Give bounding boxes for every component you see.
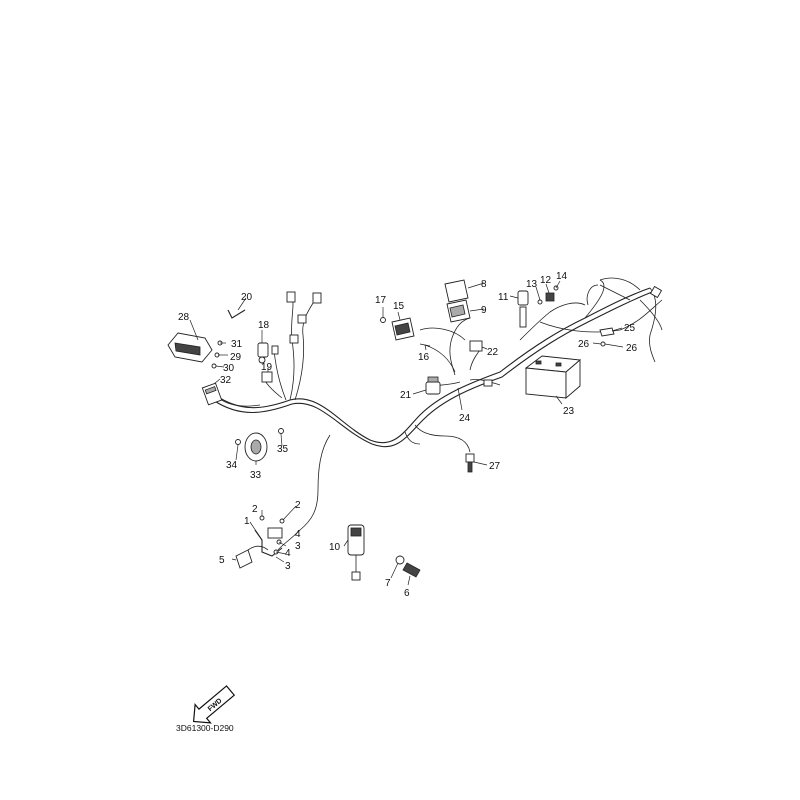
coupler-22 [469,340,483,352]
callout-8: 8 [481,279,487,290]
lamp-socket [257,342,269,364]
callout-20: 20 [241,292,253,303]
diagram-code: 3D61300-D290 [176,723,234,733]
main-switch-10 [347,524,365,581]
callout-4-lower: 4 [285,548,291,559]
callout-3-upper: 3 [295,541,301,552]
battery-pads [599,327,615,347]
callout-29: 29 [230,352,242,363]
fwd-arrow-icon: FWD [192,685,236,724]
callout-27: 27 [489,461,501,472]
callout-23: 23 [563,406,575,417]
fuse-parts [537,285,559,305]
battery [524,355,582,399]
tail-connectors [483,285,663,387]
callout-11: 11 [498,292,509,303]
meter-assembly [167,332,213,363]
callout-30: 30 [223,363,235,374]
callout-leaders [189,280,624,586]
callout-18: 18 [258,320,270,331]
callout-14: 14 [556,271,568,282]
horn [244,432,268,462]
harness-connectors [271,291,322,355]
bolt-34 [235,439,241,445]
callout-5: 5 [219,555,225,566]
callout-2-left: 2 [252,504,258,515]
starter-relay [517,290,529,328]
callout-6: 6 [404,588,410,599]
callout-12: 12 [540,275,552,286]
callout-28: 28 [178,312,190,323]
bracket-part [227,309,246,319]
callout-7: 7 [385,578,391,589]
callout-2-right: 2 [295,500,301,511]
callout-26-right: 26 [626,343,638,354]
relay-small [261,371,273,383]
main-wire-harness [212,277,663,551]
flasher-relay [425,376,441,395]
callout-33: 33 [250,470,262,481]
callout-25: 25 [624,323,636,334]
switch-5 [235,545,269,569]
callout-17: 17 [375,295,387,306]
callout-31: 31 [231,339,243,350]
callout-22: 22 [487,347,499,358]
callout-32: 32 [220,375,232,386]
callout-24: 24 [459,413,471,424]
callout-4-upper: 4 [295,529,301,540]
callout-19: 19 [261,362,273,373]
callout-15: 15 [393,301,405,312]
callout-10: 10 [329,542,341,553]
callout-21: 21 [400,390,412,401]
rectifier-regulator [391,317,415,341]
bolt-35 [278,428,284,434]
callout-labels: 28 20 18 31 29 19 30 32 35 34 33 8 9 17 … [178,271,638,599]
callout-16: 16 [418,352,430,363]
callout-26-left: 26 [578,339,590,350]
callout-34: 34 [226,460,238,471]
connector-block [201,382,223,406]
callout-13: 13 [526,279,538,290]
sensor-6-7 [395,555,421,578]
neutral-switch-sensor [465,453,475,473]
callout-1: 1 [244,516,250,527]
callout-35: 35 [277,444,289,455]
bolt-17 [380,317,386,323]
control-unit [444,279,471,323]
small-screws [211,340,223,369]
callout-9: 9 [481,305,487,316]
callout-3-lower: 3 [285,561,291,572]
